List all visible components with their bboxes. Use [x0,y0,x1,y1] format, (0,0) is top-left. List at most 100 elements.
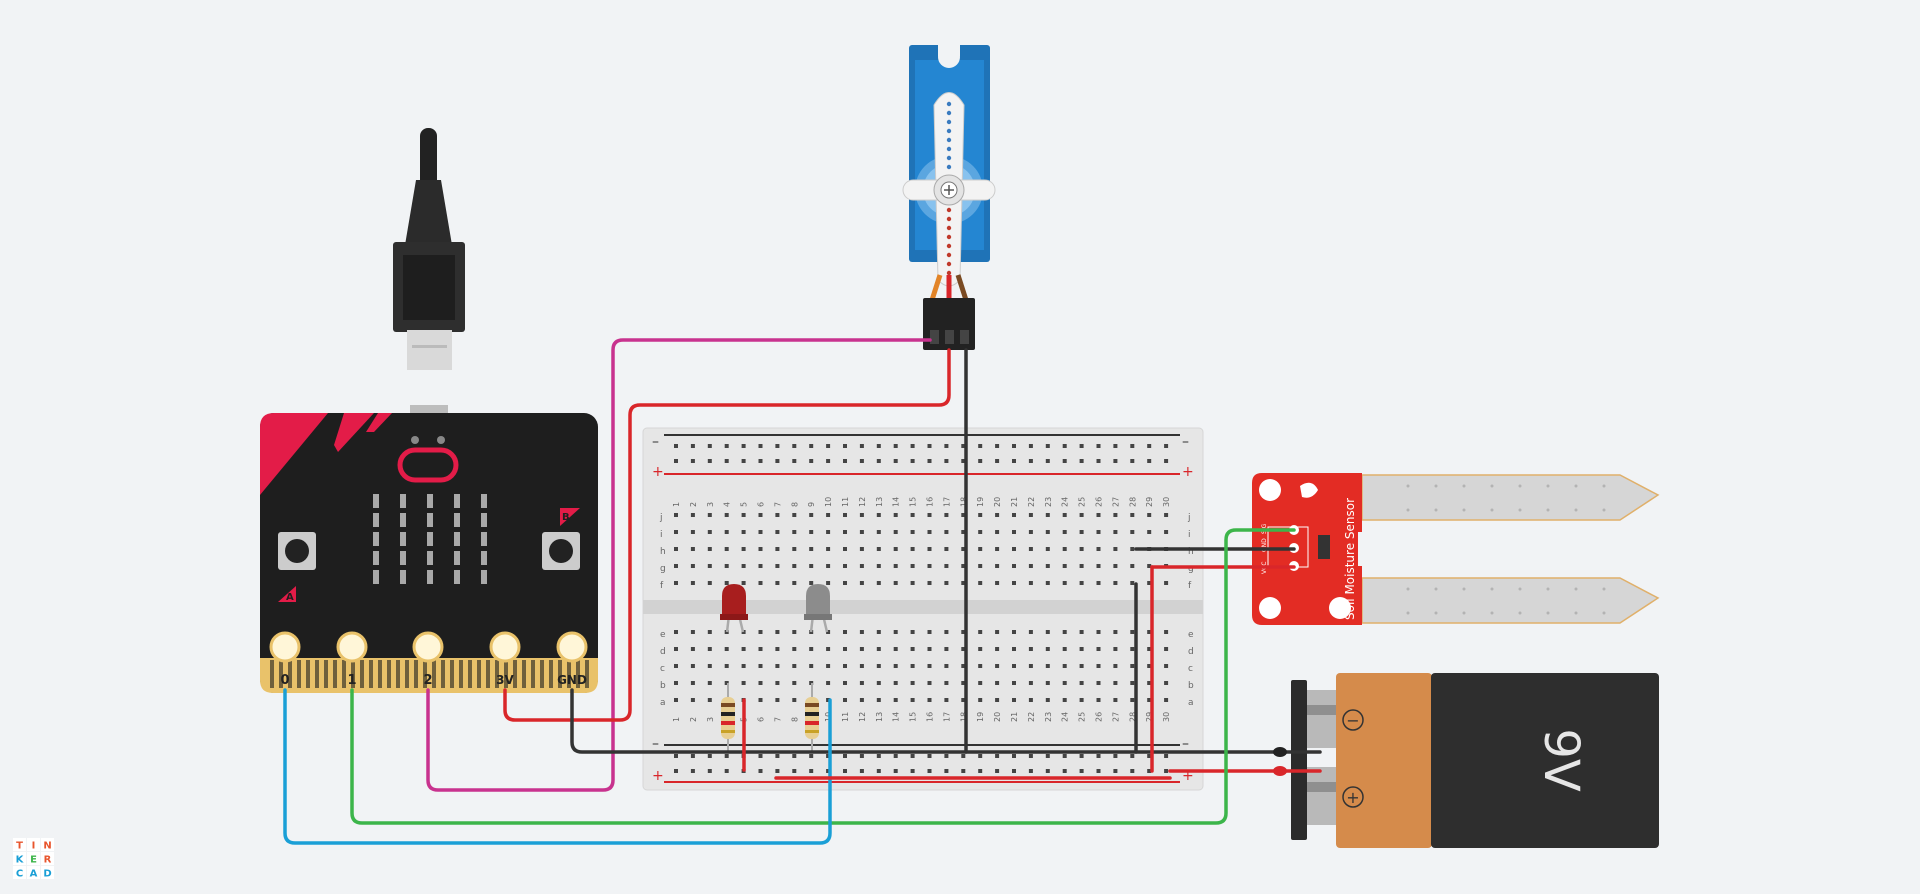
breadboard-hole[interactable] [809,459,814,463]
wire-green[interactable] [350,528,1296,825]
breadboard-hole[interactable] [1045,513,1050,517]
breadboard-hole[interactable] [927,564,932,568]
breadboard-hole[interactable] [1130,530,1135,534]
breadboard-hole[interactable] [944,547,949,551]
breadboard-hole[interactable] [674,530,678,534]
breadboard-hole[interactable] [995,513,1000,517]
breadboard-hole[interactable] [724,564,729,568]
breadboard-hole[interactable] [1164,681,1169,685]
breadboard-hole[interactable] [674,647,678,651]
breadboard-hole[interactable] [927,459,932,463]
breadboard-hole[interactable] [843,698,847,702]
breadboard-hole[interactable] [1062,754,1067,758]
breadboard-hole[interactable] [1096,547,1101,551]
breadboard-hole[interactable] [741,547,746,551]
breadboard-hole[interactable] [1062,769,1067,773]
breadboard-hole[interactable] [876,630,881,634]
resistor-1[interactable] [721,683,735,752]
breadboard-hole[interactable] [927,664,932,668]
breadboard-hole[interactable] [1045,530,1050,534]
breadboard-hole[interactable] [792,581,797,585]
breadboard-hole[interactable] [944,769,949,773]
breadboard-hole[interactable] [995,459,1000,463]
breadboard-hole[interactable] [893,754,898,758]
breadboard-hole[interactable] [1113,459,1118,463]
breadboard-hole[interactable] [1147,754,1152,758]
breadboard-hole[interactable] [893,581,898,585]
breadboard-hole[interactable] [978,681,983,685]
breadboard-hole[interactable] [690,581,695,585]
breadboard-hole[interactable] [944,698,949,702]
breadboard-hole[interactable] [724,459,729,463]
breadboard-hole[interactable] [843,513,847,517]
breadboard-hole[interactable] [995,630,1000,634]
breadboard-hole[interactable] [690,647,695,651]
breadboard-hole[interactable] [1079,564,1084,568]
breadboard-hole[interactable] [995,647,1000,651]
breadboard-hole[interactable] [1028,547,1033,551]
breadboard-hole[interactable] [1079,530,1084,534]
pin-3v-pad[interactable] [489,631,521,663]
breadboard-hole[interactable] [995,581,1000,585]
breadboard-hole[interactable] [1012,581,1016,585]
breadboard-hole[interactable] [1096,698,1101,702]
breadboard-hole[interactable] [690,564,695,568]
breadboard-hole[interactable] [809,647,814,651]
breadboard-hole[interactable] [927,647,932,651]
led-red[interactable] [720,584,748,633]
breadboard-hole[interactable] [1062,647,1067,651]
breadboard-hole[interactable] [792,444,797,448]
breadboard-hole[interactable] [707,754,712,758]
pin-2-pad[interactable] [412,631,444,663]
breadboard-hole[interactable] [978,664,983,668]
breadboard-hole[interactable] [1062,530,1067,534]
breadboard-hole[interactable] [1096,647,1101,651]
breadboard-hole[interactable] [995,698,1000,702]
breadboard-hole[interactable] [690,513,695,517]
breadboard-hole[interactable] [758,564,763,568]
breadboard-hole[interactable] [995,681,1000,685]
breadboard-hole[interactable] [1113,647,1118,651]
breadboard-hole[interactable] [1113,769,1118,773]
breadboard-hole[interactable] [826,647,831,651]
breadboard-hole[interactable] [758,513,763,517]
breadboard-hole[interactable] [995,664,1000,668]
breadboard-hole[interactable] [859,581,864,585]
breadboard-hole[interactable] [1012,647,1016,651]
breadboard-hole[interactable] [961,444,966,448]
breadboard-hole[interactable] [758,754,763,758]
breadboard-hole[interactable] [1130,769,1135,773]
breadboard-hole[interactable] [910,513,915,517]
breadboard-hole[interactable] [741,459,746,463]
breadboard-hole[interactable] [724,681,729,685]
breadboard-hole[interactable] [944,664,949,668]
breadboard-hole[interactable] [707,513,712,517]
breadboard-hole[interactable] [1062,564,1067,568]
breadboard-hole[interactable] [741,444,746,448]
breadboard-hole[interactable] [843,630,847,634]
breadboard-hole[interactable] [775,664,780,668]
breadboard-hole[interactable] [775,754,780,758]
breadboard-hole[interactable] [944,681,949,685]
breadboard-hole[interactable] [775,444,780,448]
breadboard-hole[interactable] [792,564,797,568]
breadboard-hole[interactable] [859,647,864,651]
breadboard-hole[interactable] [1164,647,1169,651]
breadboard-hole[interactable] [910,647,915,651]
breadboard-hole[interactable] [893,459,898,463]
breadboard-hole[interactable] [859,444,864,448]
pin-1-pad[interactable] [336,631,368,663]
pin-0-pad[interactable] [269,631,301,663]
breadboard-hole[interactable] [1028,664,1033,668]
breadboard-hole[interactable] [1130,444,1135,448]
breadboard-hole[interactable] [1079,581,1084,585]
breadboard-hole[interactable] [809,581,814,585]
breadboard-hole[interactable] [707,769,712,773]
breadboard-hole[interactable] [859,513,864,517]
breadboard-hole[interactable] [910,581,915,585]
breadboard-hole[interactable] [1113,698,1118,702]
breadboard-hole[interactable] [1147,513,1152,517]
breadboard-hole[interactable] [910,530,915,534]
breadboard-hole[interactable] [1130,647,1135,651]
breadboard-hole[interactable] [674,698,678,702]
